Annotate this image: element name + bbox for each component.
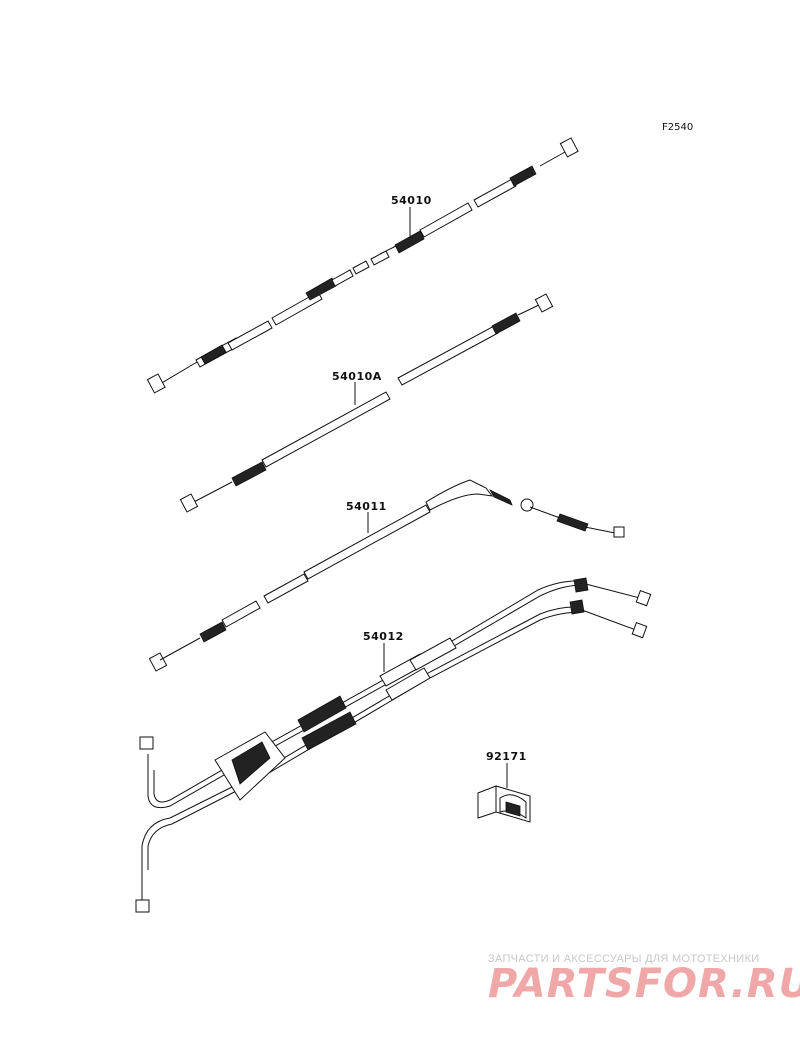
watermark-tagline: ЗАПЧАСТИ И АКСЕССУАРЫ ДЛЯ МОТОТЕХНИКИ <box>488 953 759 965</box>
cable-54010 <box>146 137 579 394</box>
cable-54010a <box>179 293 554 513</box>
figure-code: F2540 <box>662 122 693 133</box>
part-label-54011: 54011 <box>346 500 387 513</box>
cable-54012 <box>135 577 652 913</box>
part-label-54012: 54012 <box>363 630 404 643</box>
clamp-92171 <box>477 785 531 823</box>
part-label-54010: 54010 <box>391 194 432 207</box>
cable-54011 <box>148 479 625 672</box>
part-label-92171: 92171 <box>486 750 527 763</box>
watermark-logo: PARTSFOR.RU <box>488 961 800 1007</box>
part-label-54010a: 54010A <box>332 370 382 383</box>
